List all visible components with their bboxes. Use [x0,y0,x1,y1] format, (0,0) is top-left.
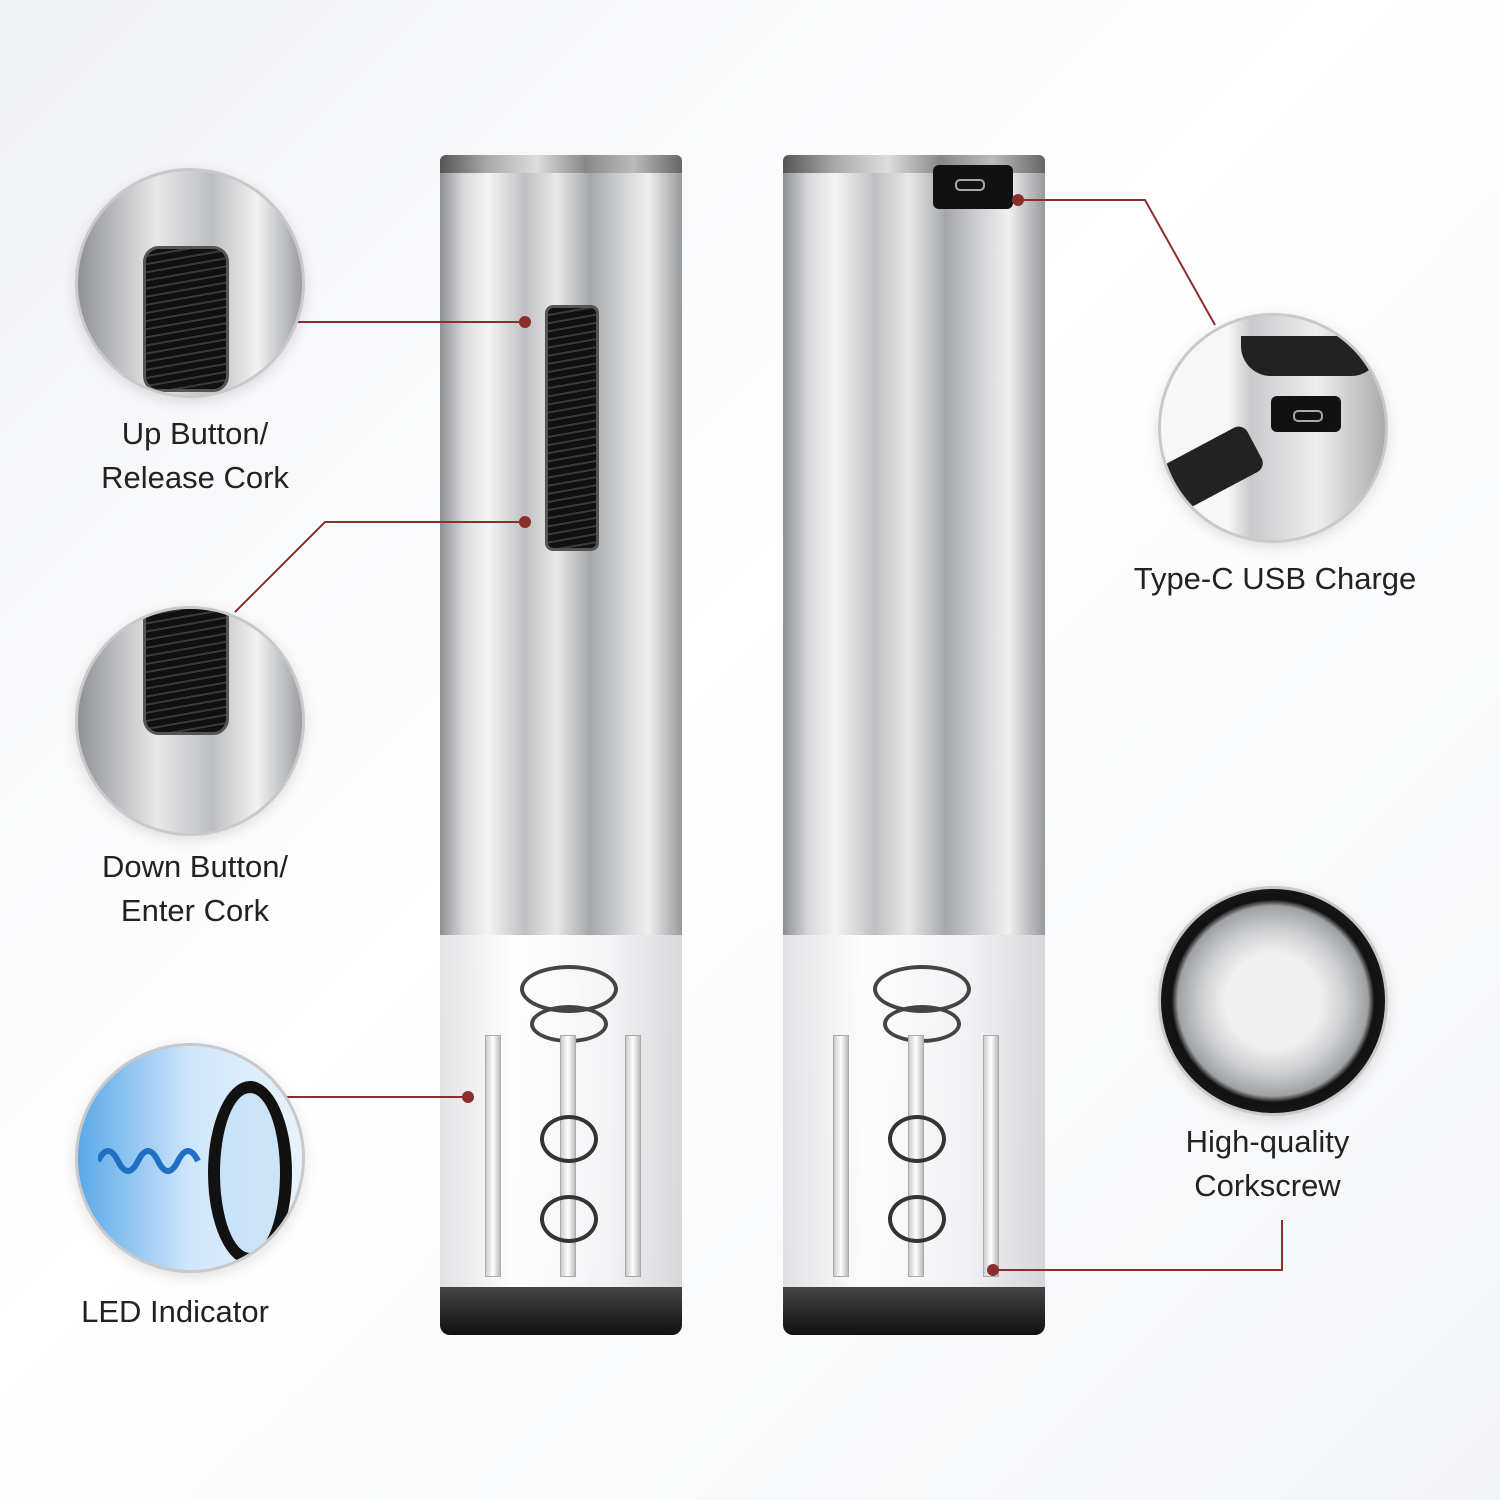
label-down-line2: Enter Cork [120,893,270,928]
dot-corkscrew [987,1264,999,1276]
detail-corkscrew [1158,886,1388,1116]
label-led-line1: LED Indicator [81,1294,269,1329]
label-up-line2: Release Cork [101,460,289,495]
usb-c-port [933,165,1013,209]
label-usb: Type-C USB Charge [1100,557,1450,601]
label-down-line1: Down Button/ [101,849,289,884]
label-led: LED Indicator [40,1290,310,1334]
dot-down [519,516,531,528]
opener-front [440,155,682,1335]
dot-up [519,316,531,328]
label-corkscrew: High-quality Corkscrew [1130,1120,1405,1208]
label-up-line1: Up Button/ [121,416,269,451]
line-corkscrew [993,1220,1283,1271]
line-usb [1018,199,1216,326]
detail-usb [1158,313,1388,543]
dot-led [462,1091,474,1103]
label-down-button: Down Button/ Enter Cork [60,845,330,933]
detail-up-button [75,168,305,398]
label-corkscrew-line1: High-quality [1185,1124,1350,1159]
detail-down-button [75,606,305,836]
opener-back [783,155,1045,1335]
line-down-button [234,521,525,613]
detail-led [75,1043,305,1273]
label-up-button: Up Button/ Release Cork [60,412,330,500]
dot-usb [1012,194,1024,206]
up-down-button [545,305,599,551]
label-usb-line1: Type-C USB Charge [1133,561,1417,596]
label-corkscrew-line2: Corkscrew [1194,1168,1341,1203]
